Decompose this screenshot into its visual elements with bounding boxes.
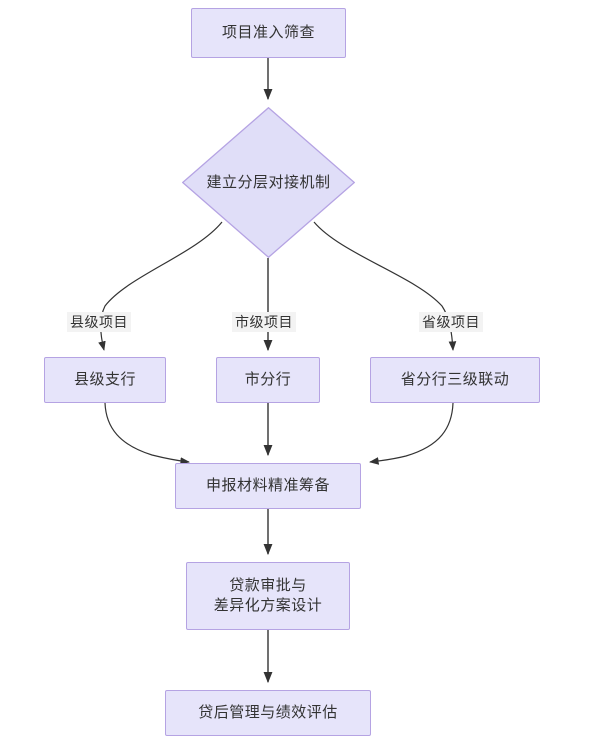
- node-post-loan-management[interactable]: 贷后管理与绩效评估: [165, 690, 371, 736]
- edge-label-county-project: 县级项目: [67, 312, 131, 332]
- node-loan-approval-label: 贷款审批与 差异化方案设计: [213, 577, 323, 614]
- node-decision[interactable]: 建立分层对接机制: [182, 107, 355, 258]
- diamond-shape-icon: [182, 107, 355, 258]
- edge-county-to-prepare: [104, 402, 190, 465]
- node-county-branch[interactable]: 县级支行: [44, 357, 166, 403]
- edge-province-to-prepare: [369, 402, 454, 465]
- edge-label-province-project-text: 省级项目: [422, 314, 480, 330]
- node-loan-approval[interactable]: 贷款审批与 差异化方案设计: [186, 562, 350, 630]
- node-start-label: 项目准入筛查: [221, 24, 315, 41]
- node-province-branch[interactable]: 省分行三级联动: [370, 357, 540, 403]
- node-post-loan-management-label: 贷后管理与绩效评估: [198, 704, 338, 721]
- node-city-branch[interactable]: 市分行: [216, 357, 320, 403]
- node-start[interactable]: 项目准入筛查: [191, 8, 346, 58]
- node-material-preparation[interactable]: 申报材料精准筹备: [175, 463, 361, 509]
- edge-label-province-project: 省级项目: [419, 312, 483, 332]
- node-province-branch-label: 省分行三级联动: [400, 371, 510, 388]
- node-city-branch-label: 市分行: [244, 371, 292, 388]
- edge-label-city-project-text: 市级项目: [235, 314, 293, 330]
- node-material-preparation-label: 申报材料精准筹备: [205, 477, 330, 494]
- node-decision-label: 建立分层对接机制: [206, 173, 331, 191]
- edge-label-city-project: 市级项目: [232, 312, 296, 332]
- node-county-branch-label: 县级支行: [73, 371, 136, 388]
- edge-label-county-project-text: 县级项目: [70, 314, 128, 330]
